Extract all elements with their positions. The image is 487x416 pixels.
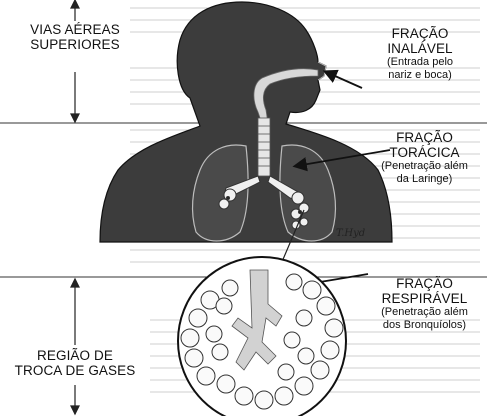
upper-airways-label: VIAS AÉREAS SUPERIORES: [0, 22, 150, 52]
inhalable-title1: FRAÇÃO: [364, 26, 476, 41]
respirable-title1: FRAÇÃO: [362, 276, 487, 291]
thoracic-title1: FRAÇÃO: [362, 130, 487, 145]
gas-exchange-line2: TROCA DE GASES: [0, 363, 150, 378]
gas-exchange-label: REGIÃO DE TROCA DE GASES: [0, 348, 150, 378]
inhalable-title2: INALÁVEL: [364, 41, 476, 56]
inhalable-fraction-label: FRAÇÃO INALÁVEL (Entrada pelo nariz e bo…: [364, 26, 476, 83]
inhalable-desc2: nariz e boca): [364, 69, 476, 82]
upper-airways-bracket: [71, 0, 79, 122]
thoracic-desc2: da Laringe): [362, 173, 487, 186]
gas-exchange-line1: REGIÃO DE: [0, 348, 150, 363]
gas-exchange-bracket: [71, 279, 79, 414]
respirable-desc2: dos Bronquíolos): [362, 319, 487, 332]
respirable-fraction-label: FRAÇÃO RESPIRÁVEL (Penetração além dos B…: [362, 276, 487, 333]
thoracic-desc1: (Penetração além: [362, 160, 487, 173]
trachea: [258, 118, 270, 176]
upper-airways-line1: VIAS AÉREAS: [0, 22, 150, 37]
respirable-desc1: (Penetração além: [362, 306, 487, 319]
respirable-title2: RESPIRÁVEL: [362, 291, 487, 306]
thoracic-fraction-label: FRAÇÃO TORÁCICA (Penetração além da Lari…: [362, 130, 487, 187]
alveoli-magnified: [178, 257, 346, 416]
thoracic-title2: TORÁCICA: [362, 145, 487, 160]
inhalable-desc1: (Entrada pelo: [364, 56, 476, 69]
artist-signature: T.Hyd: [336, 228, 365, 239]
upper-airways-line2: SUPERIORES: [0, 37, 150, 52]
